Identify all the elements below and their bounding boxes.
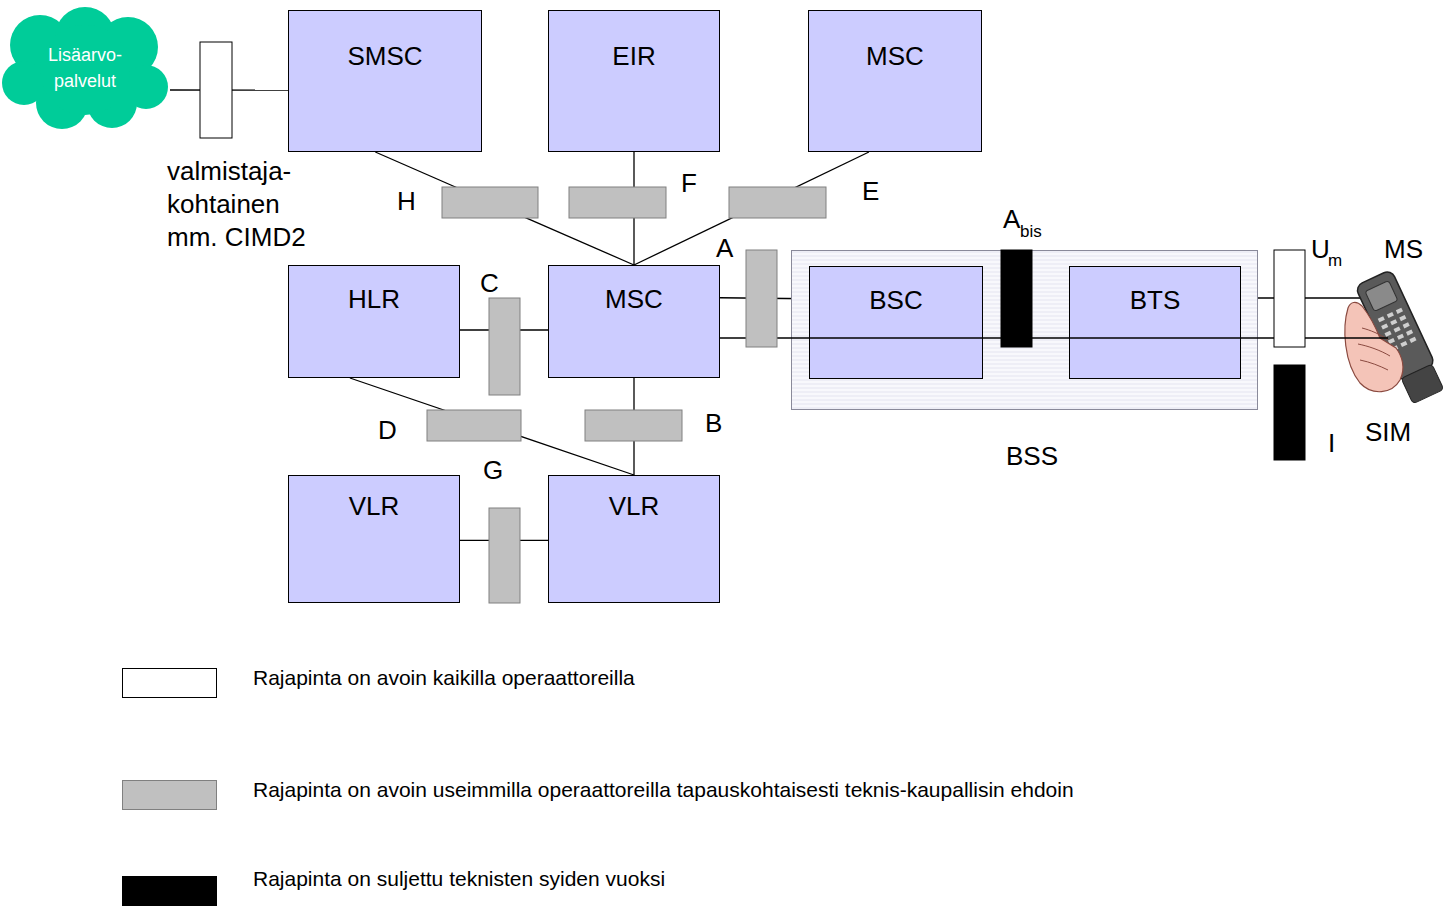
legend-swatch [122, 780, 217, 810]
interface-letter: U [1311, 234, 1330, 264]
box-title: VLR [289, 491, 459, 521]
network-element-box: VLR [288, 475, 460, 603]
phone-flip [1401, 364, 1444, 404]
finger-lines [1358, 328, 1390, 370]
interface-letter: C [480, 268, 499, 298]
interface-letter: H [397, 186, 416, 216]
network-element-box: VLR [548, 475, 720, 603]
interface-marker [1274, 250, 1305, 347]
cloud-shape: Lisäarvo- palvelut [0, 5, 170, 130]
interface-letter: I [1328, 428, 1335, 458]
interface-marker [200, 42, 232, 138]
cloud-lobe [40, 25, 130, 115]
cloud-text-holder: Lisäarvo- palvelut [0, 5, 170, 130]
network-element-box: MSC [808, 10, 982, 152]
connector-path [634, 152, 869, 265]
interface-letter: B [705, 408, 722, 438]
legend-text: Rajapinta on avoin kaikilla operaattorei… [253, 665, 635, 691]
group-label: BSS [1006, 441, 1058, 471]
legend-text: Rajapinta on suljettu teknisten syiden v… [253, 866, 665, 892]
interface-marker [1274, 365, 1305, 460]
interface-marker [729, 187, 826, 218]
interface-letter: D [378, 415, 397, 445]
connector-line [634, 152, 869, 265]
cloud-lobe [2, 61, 46, 105]
box-title: MSC [809, 41, 981, 71]
box-title: SMSC [289, 41, 481, 71]
phone-illustration [1345, 269, 1446, 405]
note-text: valmistaja- kohtainen mm. CIMD2 [167, 155, 317, 254]
legend-text: Rajapinta on avoin useimmilla operaattor… [253, 777, 1074, 803]
network-element-box: BSC [809, 266, 983, 379]
interface-marker [489, 298, 520, 395]
interface-marker [427, 410, 521, 441]
box-title: MSC [549, 284, 719, 314]
interface-marker [569, 187, 666, 218]
interface-letter: E [862, 176, 879, 206]
device-label: SIM [1365, 417, 1411, 447]
network-element-box: BTS [1069, 266, 1241, 379]
network-element-box: MSC [548, 265, 720, 378]
interface-subscript: bis [1020, 222, 1042, 242]
cloud-text: Lisäarvo- palvelut [30, 42, 140, 94]
interface-letter: A [716, 233, 733, 263]
interface-letter: F [681, 168, 697, 198]
interface-marker [442, 187, 538, 218]
box-title: BTS [1070, 285, 1240, 315]
box-title: EIR [549, 41, 719, 71]
cloud-outline [0, 5, 170, 130]
network-element-box: HLR [288, 265, 460, 378]
interface-marker [585, 410, 682, 441]
device-label: MS [1384, 234, 1423, 264]
interface-letter: A [1003, 204, 1020, 234]
legend-swatch [122, 668, 217, 698]
network-element-box: EIR [548, 10, 720, 152]
box-title: VLR [549, 491, 719, 521]
hand-shape [1345, 302, 1403, 391]
interface-subscript: m [1328, 251, 1342, 271]
subsystem-group: BSSBSCBTS [791, 250, 1258, 410]
interface-letter: G [483, 455, 503, 485]
interface-marker [489, 508, 520, 603]
interface-marker [746, 250, 777, 347]
phone-display [1365, 281, 1398, 312]
network-element-box: SMSC [288, 10, 482, 152]
legend-swatch [122, 876, 217, 906]
box-title: HLR [289, 284, 459, 314]
box-title: BSC [810, 285, 982, 315]
